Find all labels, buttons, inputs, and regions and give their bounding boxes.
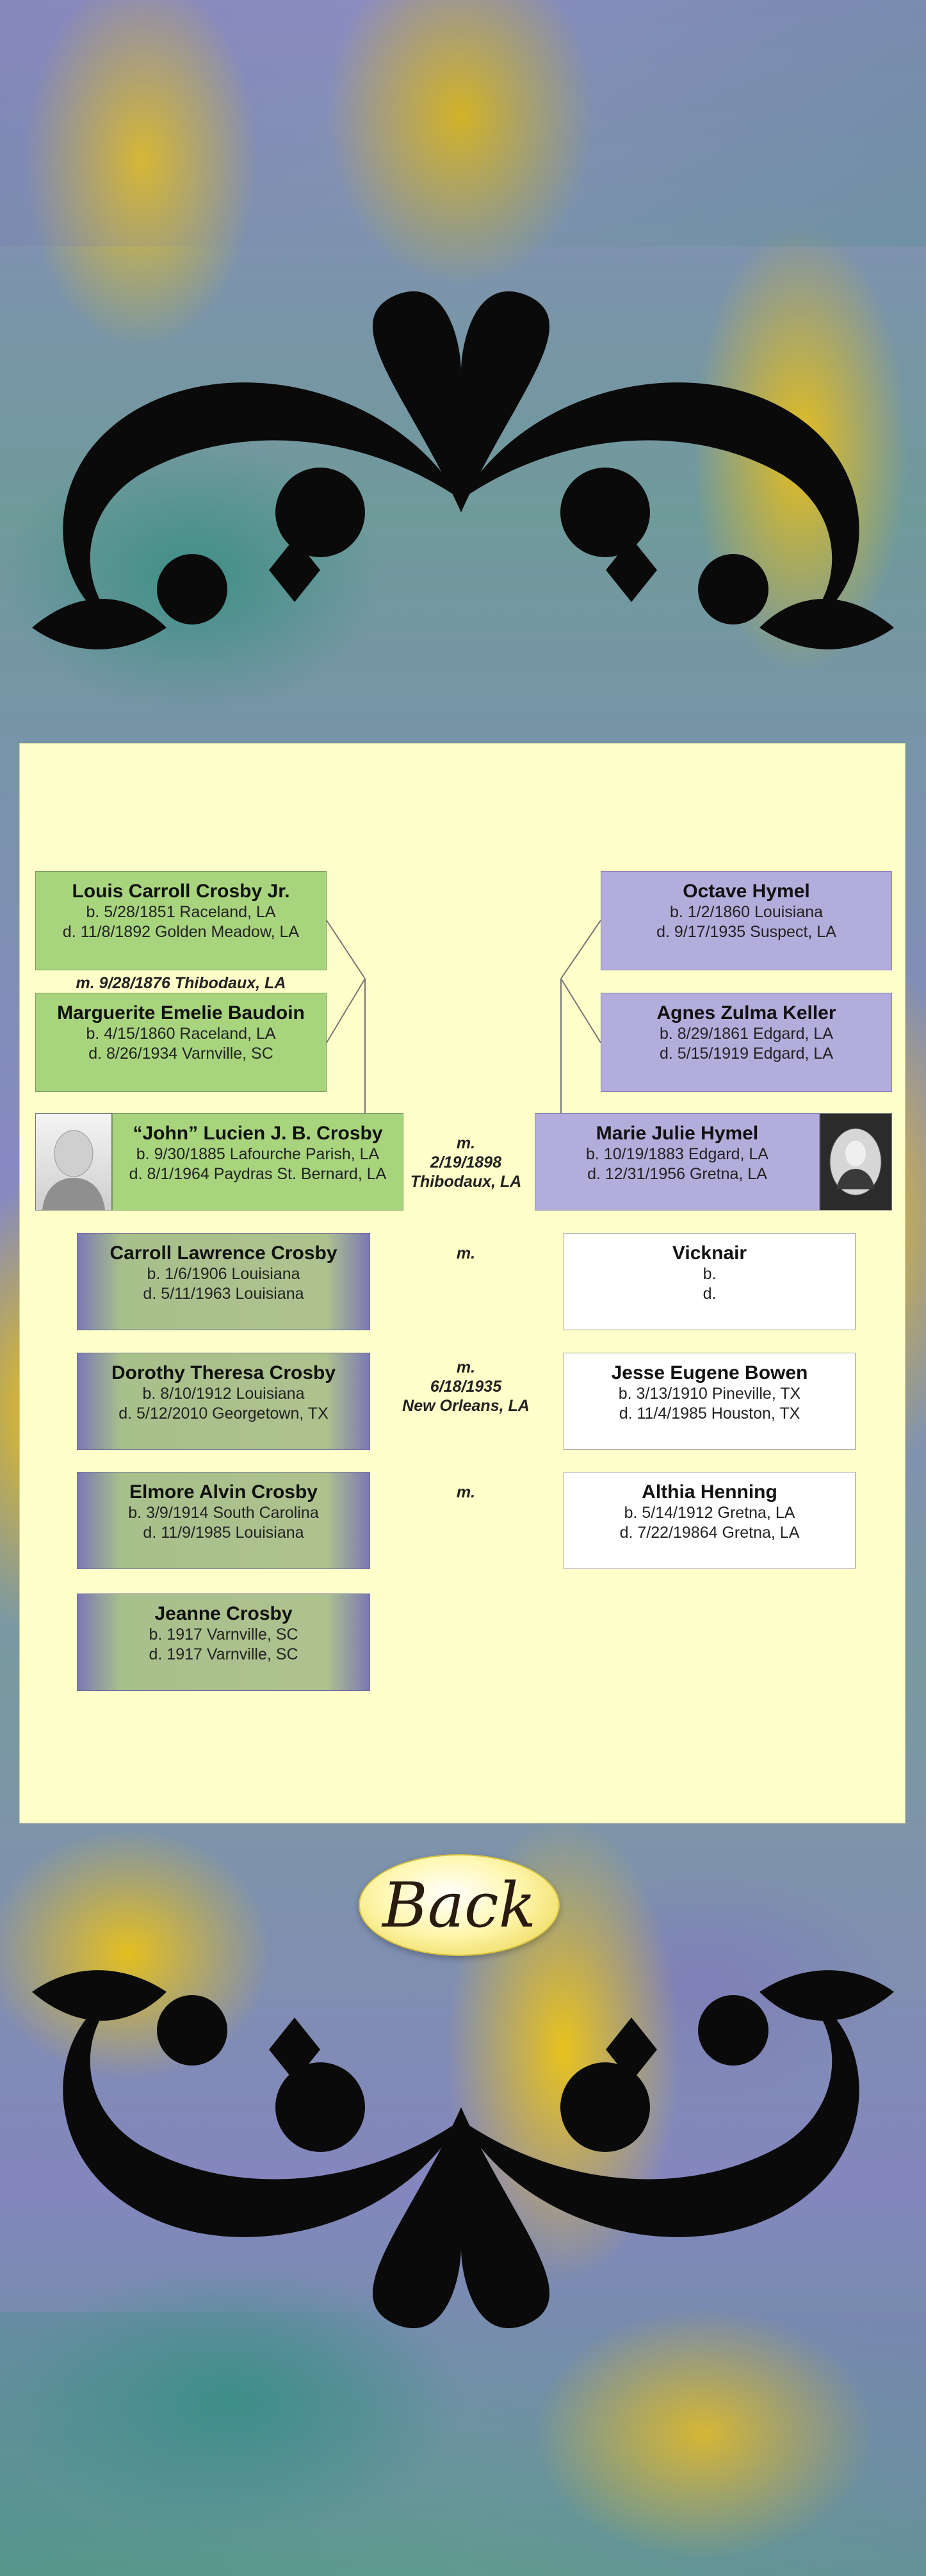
person-name: Marguerite Emelie Baudoin [57,1002,305,1023]
couple-marriage: m. 2/19/1898 Thibodaux, LA [403,1134,528,1191]
person-name: Agnes Zulma Keller [656,1002,836,1023]
birth-date: b. 4/15/1860 Raceland, LA [86,1025,276,1043]
top-scroll-ornament [32,291,894,649]
marriage-place: Thibodaux, LA [410,1173,522,1191]
person-name: Elmore Alvin Crosby [129,1481,318,1503]
child-marriage: m. [403,1244,528,1263]
marriage-date: 6/18/1935 [430,1378,502,1396]
husband-photo[interactable] [35,1113,112,1211]
person-name: Althia Henning [642,1481,777,1503]
birth-date: b. 9/30/1885 Lafourche Parish, LA [136,1145,380,1163]
bottom-scroll-ornament [32,1970,894,2329]
marriage-prefix: m. [456,1244,476,1262]
death-date: d. [703,1285,717,1303]
spouse-card[interactable]: Althia Henning b. 5/14/1912 Gretna, LA d… [564,1472,856,1569]
person-name: Louis Carroll Crosby Jr. [72,881,290,902]
death-date: d. 11/9/1985 Louisiana [143,1524,304,1542]
child-marriage: m. [403,1483,528,1502]
person-name: Dorothy Theresa Crosby [111,1362,336,1383]
back-button[interactable]: Back [359,1854,560,1956]
marriage-place: New Orleans, LA [402,1397,530,1415]
birth-date: b. 8/29/1861 Edgard, LA [659,1025,834,1043]
birth-date: b. 3/13/1910 Pineville, TX [618,1385,801,1403]
grandparent-card[interactable]: Agnes Zulma Keller b. 8/29/1861 Edgard, … [601,993,892,1092]
marriage-label: m. 9/28/1876 Thibodaux, LA [76,974,286,992]
child-card[interactable]: Carroll Lawrence Crosby b. 1/6/1906 Loui… [77,1233,370,1330]
birth-date: b. 1/6/1906 Louisiana [147,1265,300,1283]
death-date: d. 12/31/1956 Gretna, LA [587,1165,767,1183]
bottom-banner [0,2312,926,2576]
birth-date: b. 5/28/1851 Raceland, LA [86,903,276,921]
spouse-card[interactable]: Jesse Eugene Bowen b. 3/13/1910 Pinevill… [564,1353,856,1450]
grandparent-card[interactable]: Octave Hymel b. 1/2/1860 Louisiana d. 9/… [601,871,892,970]
child-card[interactable]: Jeanne Crosby b. 1917 Varnville, SC d. 1… [77,1594,370,1691]
spouse-card[interactable]: Vicknair b. d. [564,1233,856,1330]
child-card[interactable]: Elmore Alvin Crosby b. 3/9/1914 South Ca… [77,1472,370,1569]
death-date: d. 11/8/1892 Golden Meadow, LA [62,923,300,941]
birth-date: b. 3/9/1914 South Carolina [128,1504,319,1522]
birth-date: b. 5/14/1912 Gretna, LA [624,1504,795,1522]
death-date: d. 5/15/1919 Edgard, LA [659,1045,834,1063]
person-name: Carroll Lawrence Crosby [110,1243,337,1264]
top-banner [0,0,926,247]
marriage-prefix: m. [456,1483,476,1501]
birth-date: b. 8/10/1912 Louisiana [142,1385,305,1403]
child-card[interactable]: Dorothy Theresa Crosby b. 8/10/1912 Loui… [77,1353,370,1450]
marriage-prefix: m. [456,1358,476,1376]
back-button-label: Back [382,1869,536,1941]
portrait-icon [42,1130,105,1210]
person-name: “John” Lucien J. B. Crosby [133,1123,383,1144]
death-date: d. 1917 Varnville, SC [149,1645,298,1663]
death-date: d. 7/22/19864 Gretna, LA [619,1524,800,1542]
death-date: d. 8/1/1964 Paydras St. Bernard, LA [129,1165,387,1183]
death-date: d. 5/11/1963 Louisiana [143,1285,304,1303]
death-date: d. 8/26/1934 Varnville, SC [88,1045,273,1063]
child-marriage: m. 6/18/1935 New Orleans, LA [384,1358,548,1415]
death-date: d. 11/4/1985 Houston, TX [619,1405,800,1423]
death-date: d. 5/12/2010 Georgetown, TX [118,1405,329,1423]
birth-date: b. 10/19/1883 Edgard, LA [586,1145,768,1163]
marriage-date: 2/19/1898 [430,1153,502,1171]
grandparent-card[interactable]: Marguerite Emelie Baudoin b. 4/15/1860 R… [35,993,327,1092]
marriage-prefix: m. [456,1134,476,1152]
grandparent-card[interactable]: Louis Carroll Crosby Jr. b. 5/28/1851 Ra… [35,871,327,970]
husband-card[interactable]: “John” Lucien J. B. Crosby b. 9/30/1885 … [112,1113,403,1211]
death-date: d. 9/17/1935 Suspect, LA [656,923,836,941]
person-name: Jeanne Crosby [154,1603,293,1624]
person-name: Marie Julie Hymel [596,1123,759,1144]
wife-card[interactable]: Marie Julie Hymel b. 10/19/1883 Edgard, … [535,1113,820,1211]
person-name: Vicknair [672,1243,747,1264]
birth-date: b. 1917 Varnville, SC [149,1626,298,1643]
wife-photo[interactable] [820,1113,892,1211]
person-name: Octave Hymel [683,881,810,902]
birth-date: b. [703,1265,717,1283]
portrait-icon [829,1128,882,1196]
birth-date: b. 1/2/1860 Louisiana [669,903,824,921]
person-name: Jesse Eugene Bowen [611,1362,808,1383]
